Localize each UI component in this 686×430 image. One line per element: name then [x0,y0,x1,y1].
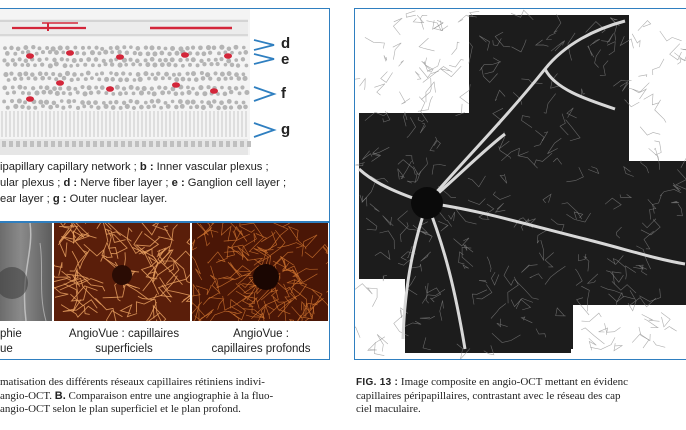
fluorescein-angiography-image [0,223,52,321]
legend-text: Inner vascular plexus ; [153,161,269,173]
panel-c-caption: AngioVue : capillaires profonds [194,327,328,357]
panel-b-caption: AngioVue : capillaires superficiels [56,327,192,357]
layer-label-d: d [281,35,291,52]
caption-line: capillaires profonds [211,343,311,355]
legend-key: d : [63,177,78,189]
legend-key: g : [52,193,67,205]
legend-text: Nerve fiber layer ; [77,177,172,189]
right-figure-caption: FIG. 13 : Image composite en angio-OCT m… [356,376,686,417]
angiovue-superficial-image [54,223,190,321]
caption-line: AngioVue : [233,328,289,340]
retinal-layers-diagram: d e f g [0,9,328,155]
caption-line: capillaires péripapillaires, contrastant… [356,389,621,402]
caption-line: AngioVue : capillaires [68,328,180,340]
caption-line: superficiels [95,343,153,355]
left-figure-caption: matisation des différents réseaux capill… [0,376,332,417]
caption-line: matisation des différents réseaux capill… [0,376,265,388]
legend-key: e : [171,177,185,189]
caption-line: phie [0,328,22,340]
caption-text: Comparaison entre une angiographie à la … [65,389,274,402]
panel-a-caption: phie ue [0,327,52,357]
legend-text: Outer nuclear layer. [66,193,168,205]
angio-oct-composite-image [342,9,686,361]
legend-key: b : [139,161,154,173]
left-figure-frame: d e f g ipapillary capillary network ; b… [0,8,330,360]
layer-label-g: g [281,121,291,138]
panel-divider [0,221,330,223]
legend-text: Ganglion cell layer ; [184,177,287,189]
layer-label-f: f [281,85,286,102]
figure-label: FIG. 13 : [356,377,399,388]
caption-text: angio-OCT. [0,389,55,402]
diagram-legend: ipapillary capillary network ; b : Inner… [0,159,326,207]
right-figure-frame [342,8,686,361]
layer-label-e: e [281,51,290,68]
caption-text: Image composite en angio-OCT mettant en … [398,376,628,388]
legend-text: ular plexus ; [0,177,64,189]
legend-text: ear layer ; [0,193,53,205]
legend-text: ipapillary capillary network ; [0,161,140,173]
caption-line: ue [0,343,13,355]
caption-key: B. [54,389,66,402]
angiovue-deep-image [192,223,328,321]
caption-line: ciel maculaire. [356,403,421,415]
caption-line: angio-OCT selon le plan superficiel et l… [0,403,241,415]
